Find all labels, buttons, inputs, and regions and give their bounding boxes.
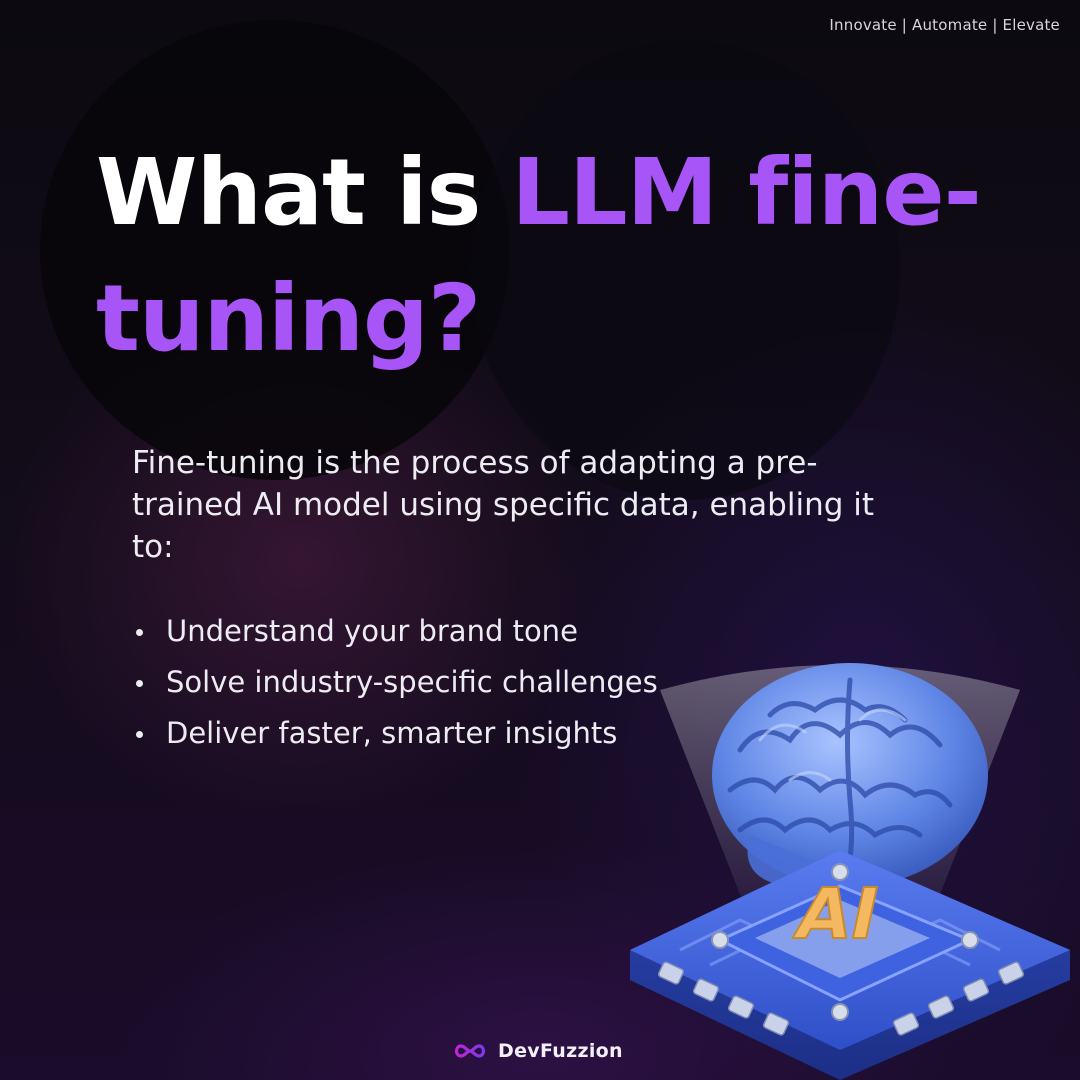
background-shape [470,40,900,500]
list-item: Solve industry-specific challenges [132,657,658,708]
title-accent: LLM fine-tuning? [96,139,982,372]
chip-icon [630,850,1070,1080]
tagline: Innovate | Automate | Elevate [829,16,1060,34]
ai-brain-chip-illustration: AI [630,663,1070,1080]
bullet-list: Understand your brand tone Solve industr… [132,606,658,759]
intro-text: Fine-tuning is the process of adapting a… [132,445,875,565]
page-title: What is LLM fine-tuning? [96,130,996,382]
chip-label: AI [789,873,887,955]
brand-name: DevFuzzion [498,1040,623,1062]
brand: DevFuzzion [452,1040,623,1062]
list-item: Deliver faster, smarter insights [132,708,658,759]
background-shape [40,20,510,480]
infinity-logo-icon [454,1044,486,1058]
list-item: Understand your brand tone [132,606,658,657]
brain-icon [712,663,988,887]
title-part: What is [96,139,512,246]
